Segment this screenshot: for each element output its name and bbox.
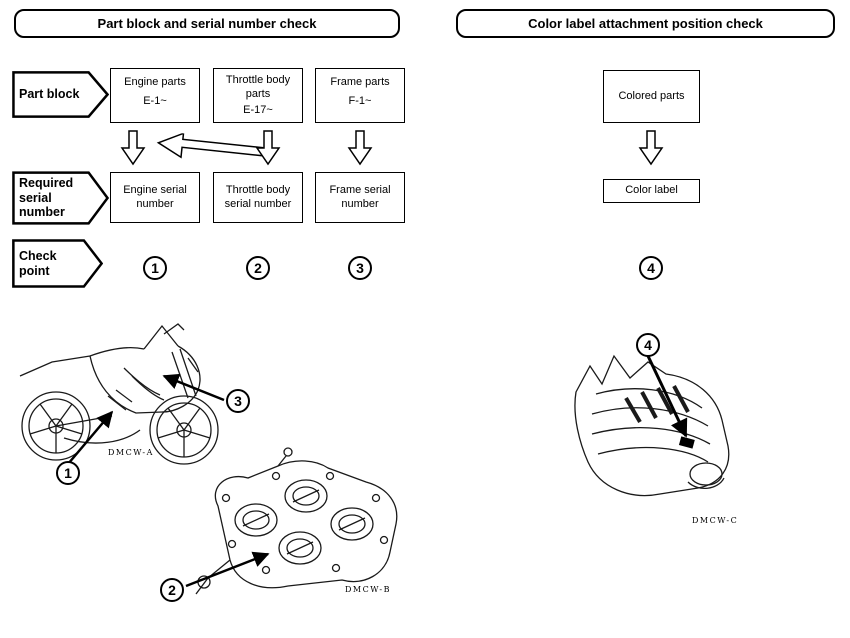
required-serial-row-label-text: Required serial number <box>19 176 74 220</box>
block-throttle-body-parts: Throttle body parts E-17~ <box>213 68 303 123</box>
right-section-title-text: Color label attachment position check <box>528 16 763 31</box>
callout-number: 1 <box>64 465 72 481</box>
block-code: E-1~ <box>143 94 167 107</box>
down-arrow-icon <box>638 130 664 166</box>
check-point-number: 3 <box>356 260 364 276</box>
color-label-position-mark <box>678 436 695 449</box>
callout-number: 4 <box>644 337 652 353</box>
check-point-row-label-text: Check point <box>19 249 57 278</box>
down-arrow-icon <box>347 130 373 166</box>
required-serial-row-label: Required serial number <box>12 171 109 225</box>
left-section-title-text: Part block and serial number check <box>97 16 317 31</box>
bent-arrow-icon <box>156 132 264 159</box>
pentagon-arrow-shape <box>12 171 109 225</box>
block-engine-parts: Engine parts E-1~ <box>110 68 200 123</box>
callout-3-badge: 3 <box>226 389 250 413</box>
pentagon-arrow-shape <box>12 239 103 288</box>
colored-parts-box: Colored parts <box>603 70 700 123</box>
check-point-number: 1 <box>151 260 159 276</box>
check-point-3-badge: 3 <box>348 256 372 280</box>
right-section-title: Color label attachment position check <box>456 9 835 38</box>
serial-throttle-body: Throttle body serial number <box>213 172 303 223</box>
throttle-body-figure <box>185 447 398 595</box>
check-point-row-label: Check point <box>12 239 103 288</box>
block-name: Frame parts <box>330 76 390 88</box>
block-code: F-1~ <box>348 94 372 107</box>
block-name: Throttle body parts <box>225 74 291 100</box>
motorcycle-figure <box>19 323 225 465</box>
figure-code-c: DMCW-C <box>692 516 739 525</box>
check-point-number: 2 <box>254 260 262 276</box>
part-block-row-label-text: Part block <box>19 87 80 102</box>
rear-cowl-figure <box>574 354 730 497</box>
serial-text: Engine serial number <box>123 183 187 210</box>
check-point-2-badge: 2 <box>246 256 270 280</box>
check-point-4-badge: 4 <box>639 256 663 280</box>
down-arrow-icon <box>120 130 146 166</box>
down-arrow-icon <box>255 130 281 166</box>
left-section-title: Part block and serial number check <box>14 9 400 38</box>
check-point-1-badge: 1 <box>143 256 167 280</box>
figure-code-b: DMCW-B <box>345 585 391 594</box>
callout-1-badge: 1 <box>56 461 80 485</box>
pentagon-arrow-shape <box>12 71 109 118</box>
colored-parts-text: Colored parts <box>618 89 685 102</box>
serial-text: Frame serial number <box>329 183 391 210</box>
check-point-number: 4 <box>647 260 655 276</box>
callout-number: 3 <box>234 393 242 409</box>
block-frame-parts: Frame parts F-1~ <box>315 68 405 123</box>
part-block-row-label: Part block <box>12 71 109 118</box>
block-code: E-17~ <box>243 103 273 116</box>
serial-text: Throttle body serial number <box>224 183 292 210</box>
block-name: Engine parts <box>124 76 186 88</box>
callout-2-badge: 2 <box>160 578 184 602</box>
callout-number: 2 <box>168 582 176 598</box>
callout-4-badge: 4 <box>636 333 660 357</box>
figure-code-a: DMCW-A <box>108 448 154 457</box>
color-label-text: Color label <box>625 184 678 197</box>
color-label-box: Color label <box>603 179 700 203</box>
serial-engine: Engine serial number <box>110 172 200 223</box>
serial-frame: Frame serial number <box>315 172 405 223</box>
